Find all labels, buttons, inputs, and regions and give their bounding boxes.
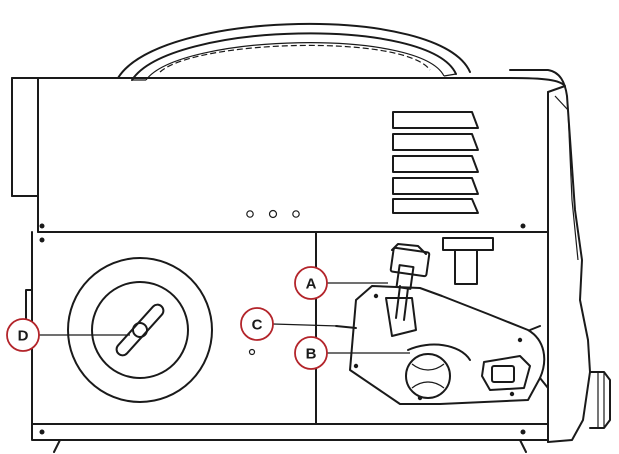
wire-spool	[67, 257, 213, 403]
front-bezel	[509, 69, 611, 443]
lower-housing	[25, 231, 549, 453]
carry-handle	[117, 22, 471, 81]
callout-d: D	[6, 318, 130, 352]
front-panel-hole	[268, 209, 278, 219]
callout-d-label: D	[18, 328, 29, 345]
callout-a-label: A	[306, 276, 317, 293]
vent-louvers	[392, 111, 479, 214]
callout-c-label: C	[252, 317, 263, 334]
front-panel-hole	[246, 210, 254, 218]
front-panel-hole	[292, 210, 300, 218]
callout-c: C	[240, 307, 339, 341]
wire-feed-mechanism	[335, 243, 549, 405]
callout-b-label: B	[306, 346, 317, 363]
spool-locking-knob	[115, 303, 165, 357]
callout-a: A	[294, 266, 388, 300]
callout-b: B	[294, 336, 410, 370]
upper-housing	[11, 77, 566, 233]
torch-connector	[442, 237, 494, 285]
